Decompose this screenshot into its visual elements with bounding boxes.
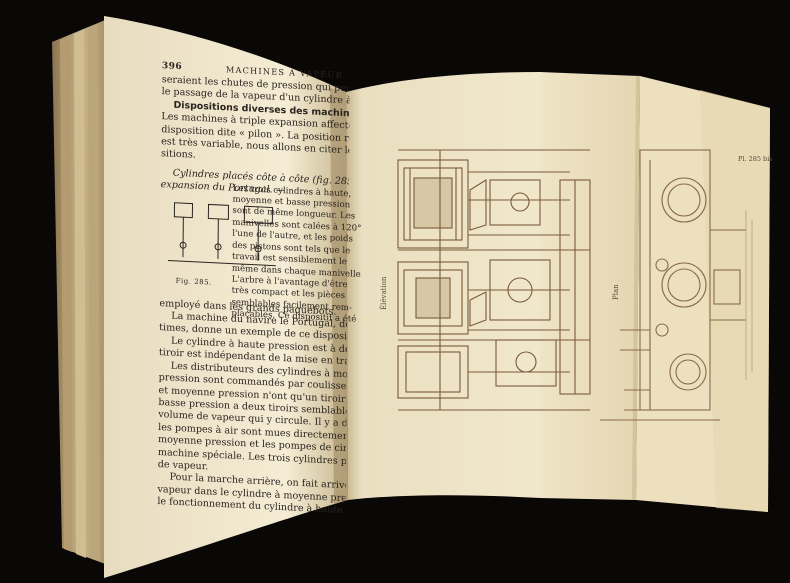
plate-label-elevation: Élévation	[380, 276, 388, 310]
page-number: 396	[161, 61, 183, 73]
engine-plan-drawing	[600, 149, 746, 421]
plate-number: Pl. 285 bis	[738, 155, 773, 163]
figure-caption: Fig. 285.	[175, 276, 212, 287]
plate-title-lines	[745, 210, 753, 380]
plate-label-plan: Plan	[612, 284, 620, 300]
page-edges	[52, 18, 110, 565]
engine-elevation-drawing	[397, 149, 591, 411]
figure-285: Les trois cylindres à haute, moyenne et …	[116, 183, 362, 325]
figure-side-text: Les trois cylindres à haute, moyenne et …	[231, 183, 362, 326]
left-page-text: 396 MACHINES A VAPEUR seraient les chute…	[113, 58, 362, 518]
left-page	[104, 16, 348, 578]
figure-285-diagram	[167, 201, 276, 266]
